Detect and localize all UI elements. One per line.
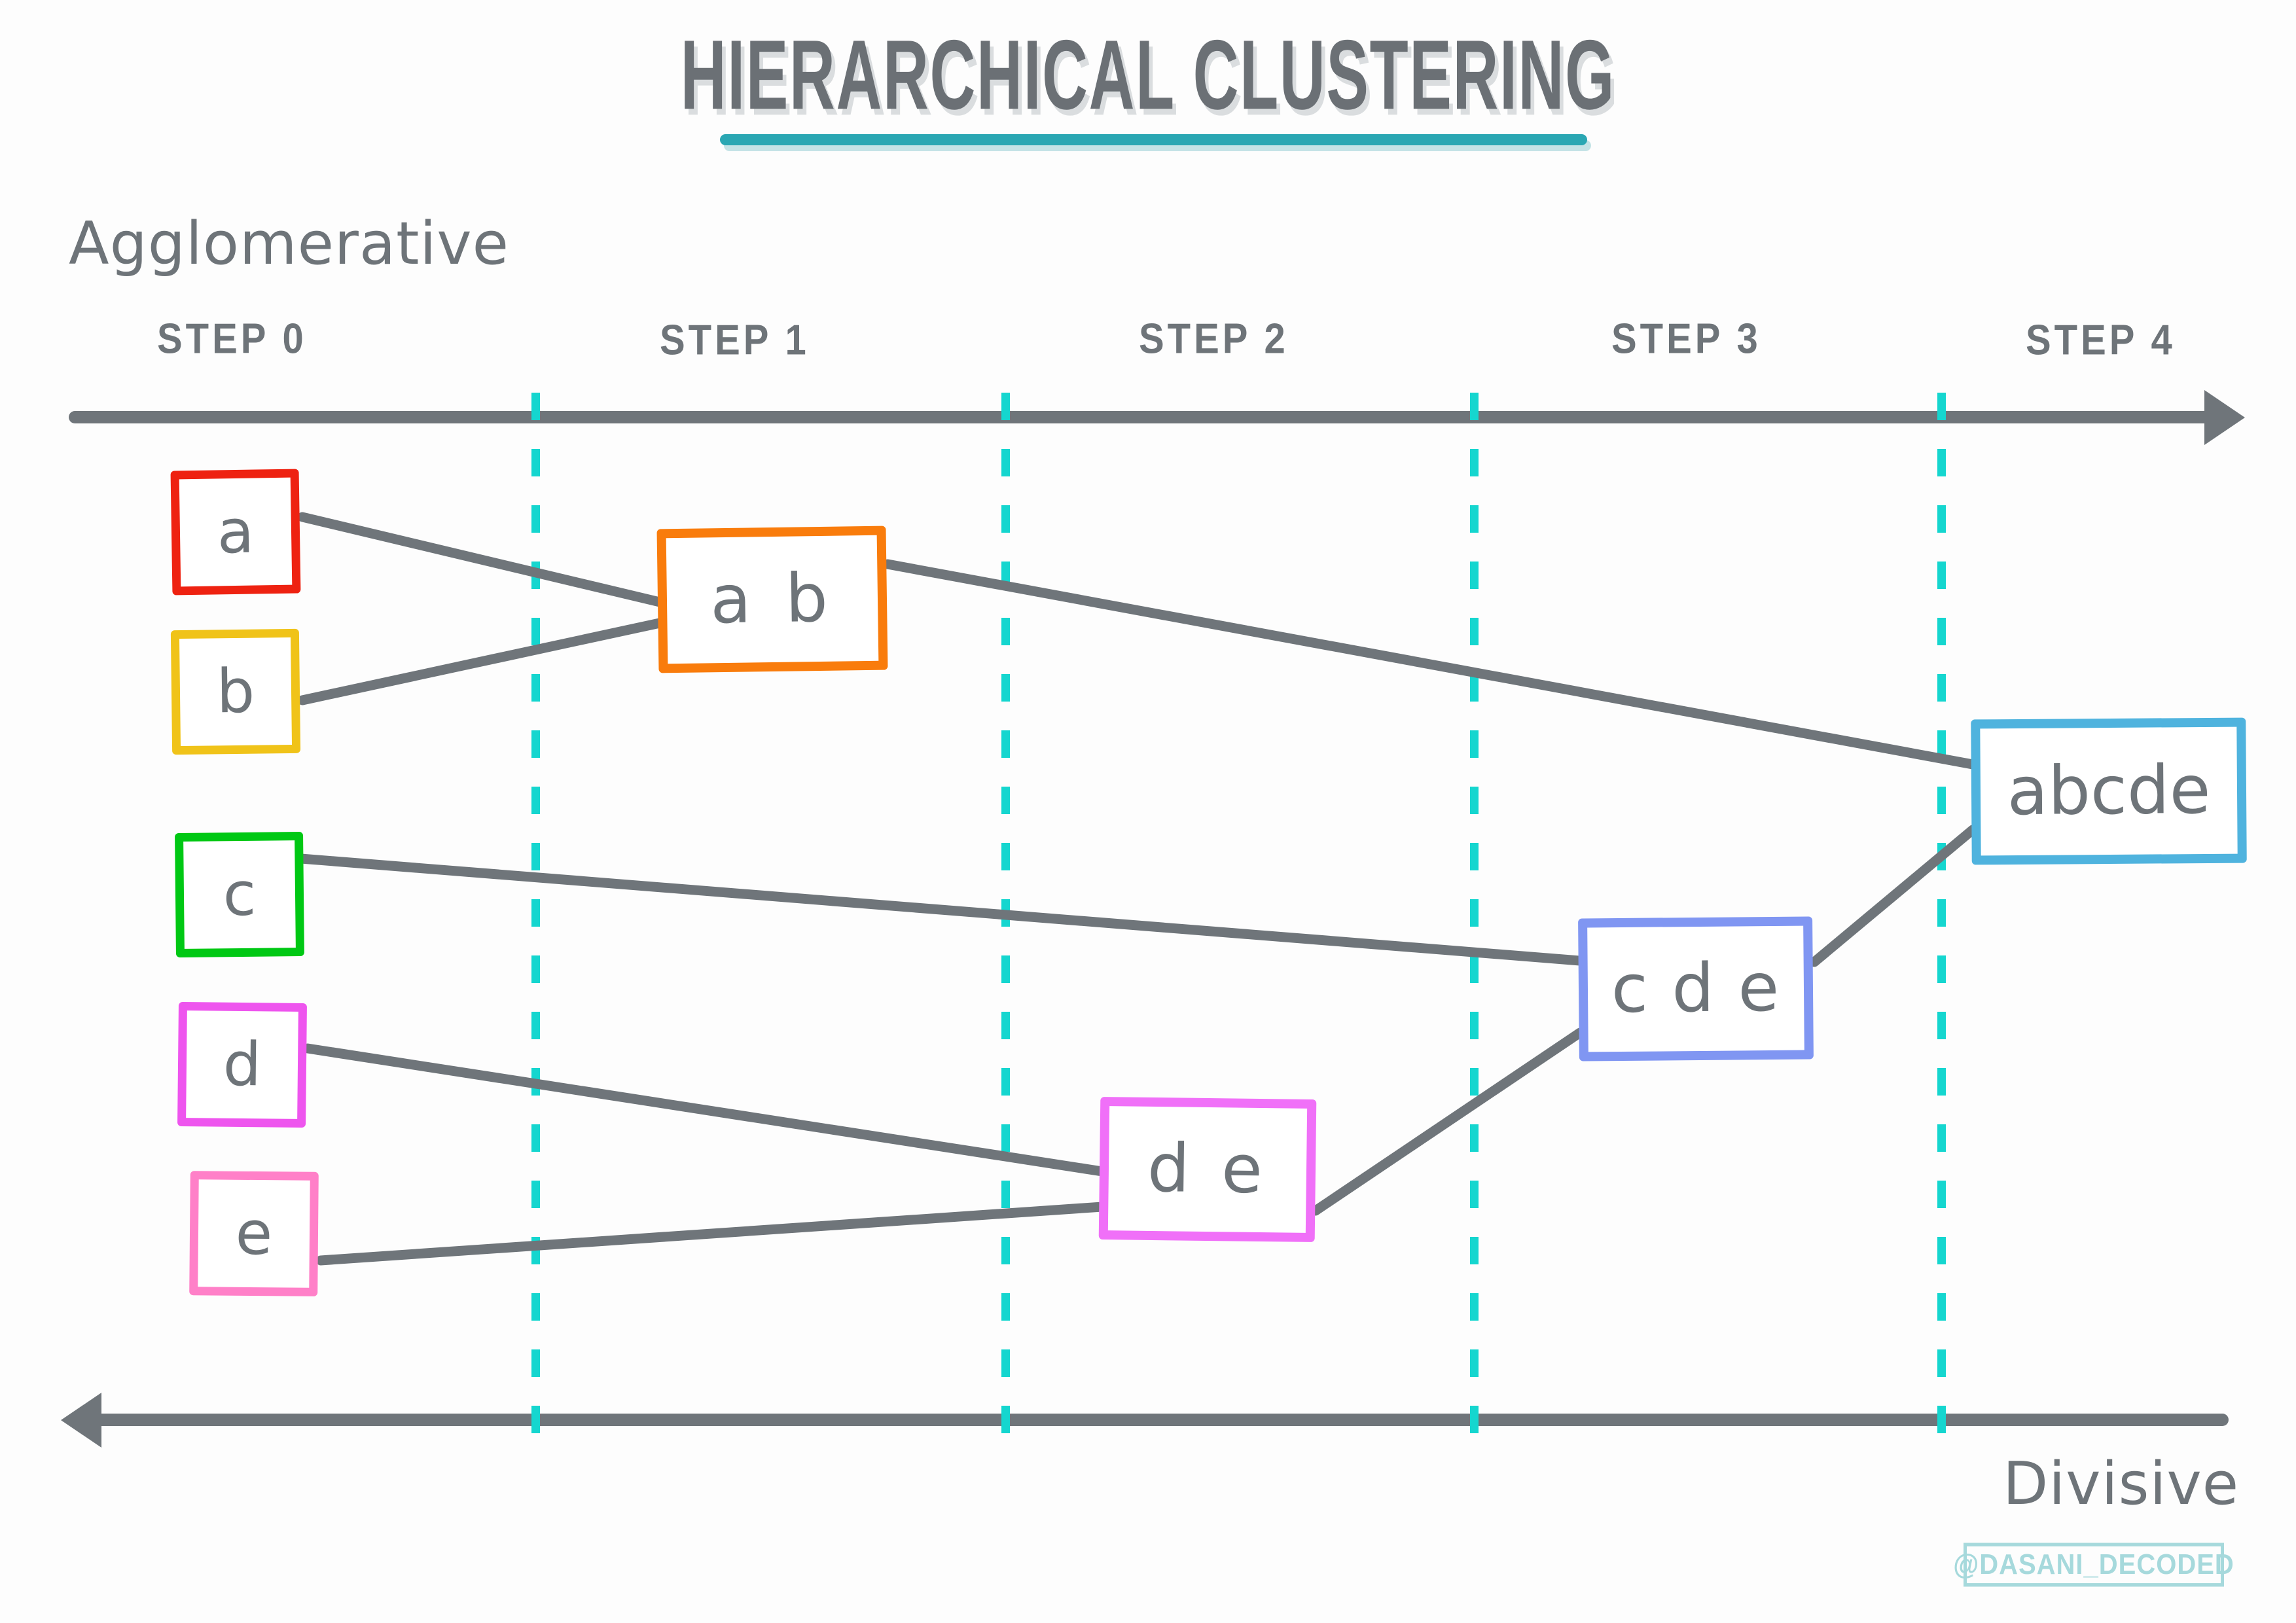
step-separator-3 [1470,393,1479,1436]
link-a-ab [297,512,665,607]
link-e-de [315,1202,1107,1266]
cluster-node-c[interactable]: c [175,831,304,958]
link-b-ab [297,618,665,705]
step-label-1: STEP 1 [660,316,810,364]
cluster-node-cde[interactable]: c d e [1578,916,1814,1061]
title-area: HIERARCHICAL CLUSTERING [0,18,2296,131]
page-title: HIERARCHICAL CLUSTERING [680,20,1616,131]
divisive-arrow-icon [61,1393,101,1448]
agglomerative-arrow-icon [2204,390,2245,445]
step-separator-1 [531,393,540,1436]
step-label-2: STEP 2 [1139,315,1289,363]
title-underline [720,134,1587,145]
cluster-node-e[interactable]: e [189,1171,319,1296]
cluster-node-abcde[interactable]: abcde [1971,717,2247,865]
step-separator-4 [1937,393,1946,1436]
cluster-node-a[interactable]: a [170,469,301,596]
divisive-axis-line [75,1414,2229,1426]
cluster-node-de[interactable]: d e [1098,1096,1317,1243]
step-label-4: STEP 4 [2026,316,2176,364]
step-separator-2 [1001,393,1010,1436]
link-de-cde [1310,1027,1585,1216]
cluster-node-ab[interactable]: a b [656,526,888,673]
watermark-badge: @DASANI_DECODED [1953,1543,2234,1587]
step-label-0: STEP 0 [157,315,307,363]
link-ab-abcde [882,559,1978,770]
link-c-cde [296,853,1585,966]
link-cde-abcde [1809,825,1978,967]
divisive-label: Divisive [2003,1450,2240,1518]
agglomerative-label: Agglomerative [69,209,510,278]
cluster-node-d[interactable]: d [177,1001,307,1128]
step-label-3: STEP 3 [1611,315,1761,363]
cluster-node-b[interactable]: b [170,628,301,755]
link-d-de [302,1043,1107,1177]
agglomerative-axis-line [69,411,2225,423]
